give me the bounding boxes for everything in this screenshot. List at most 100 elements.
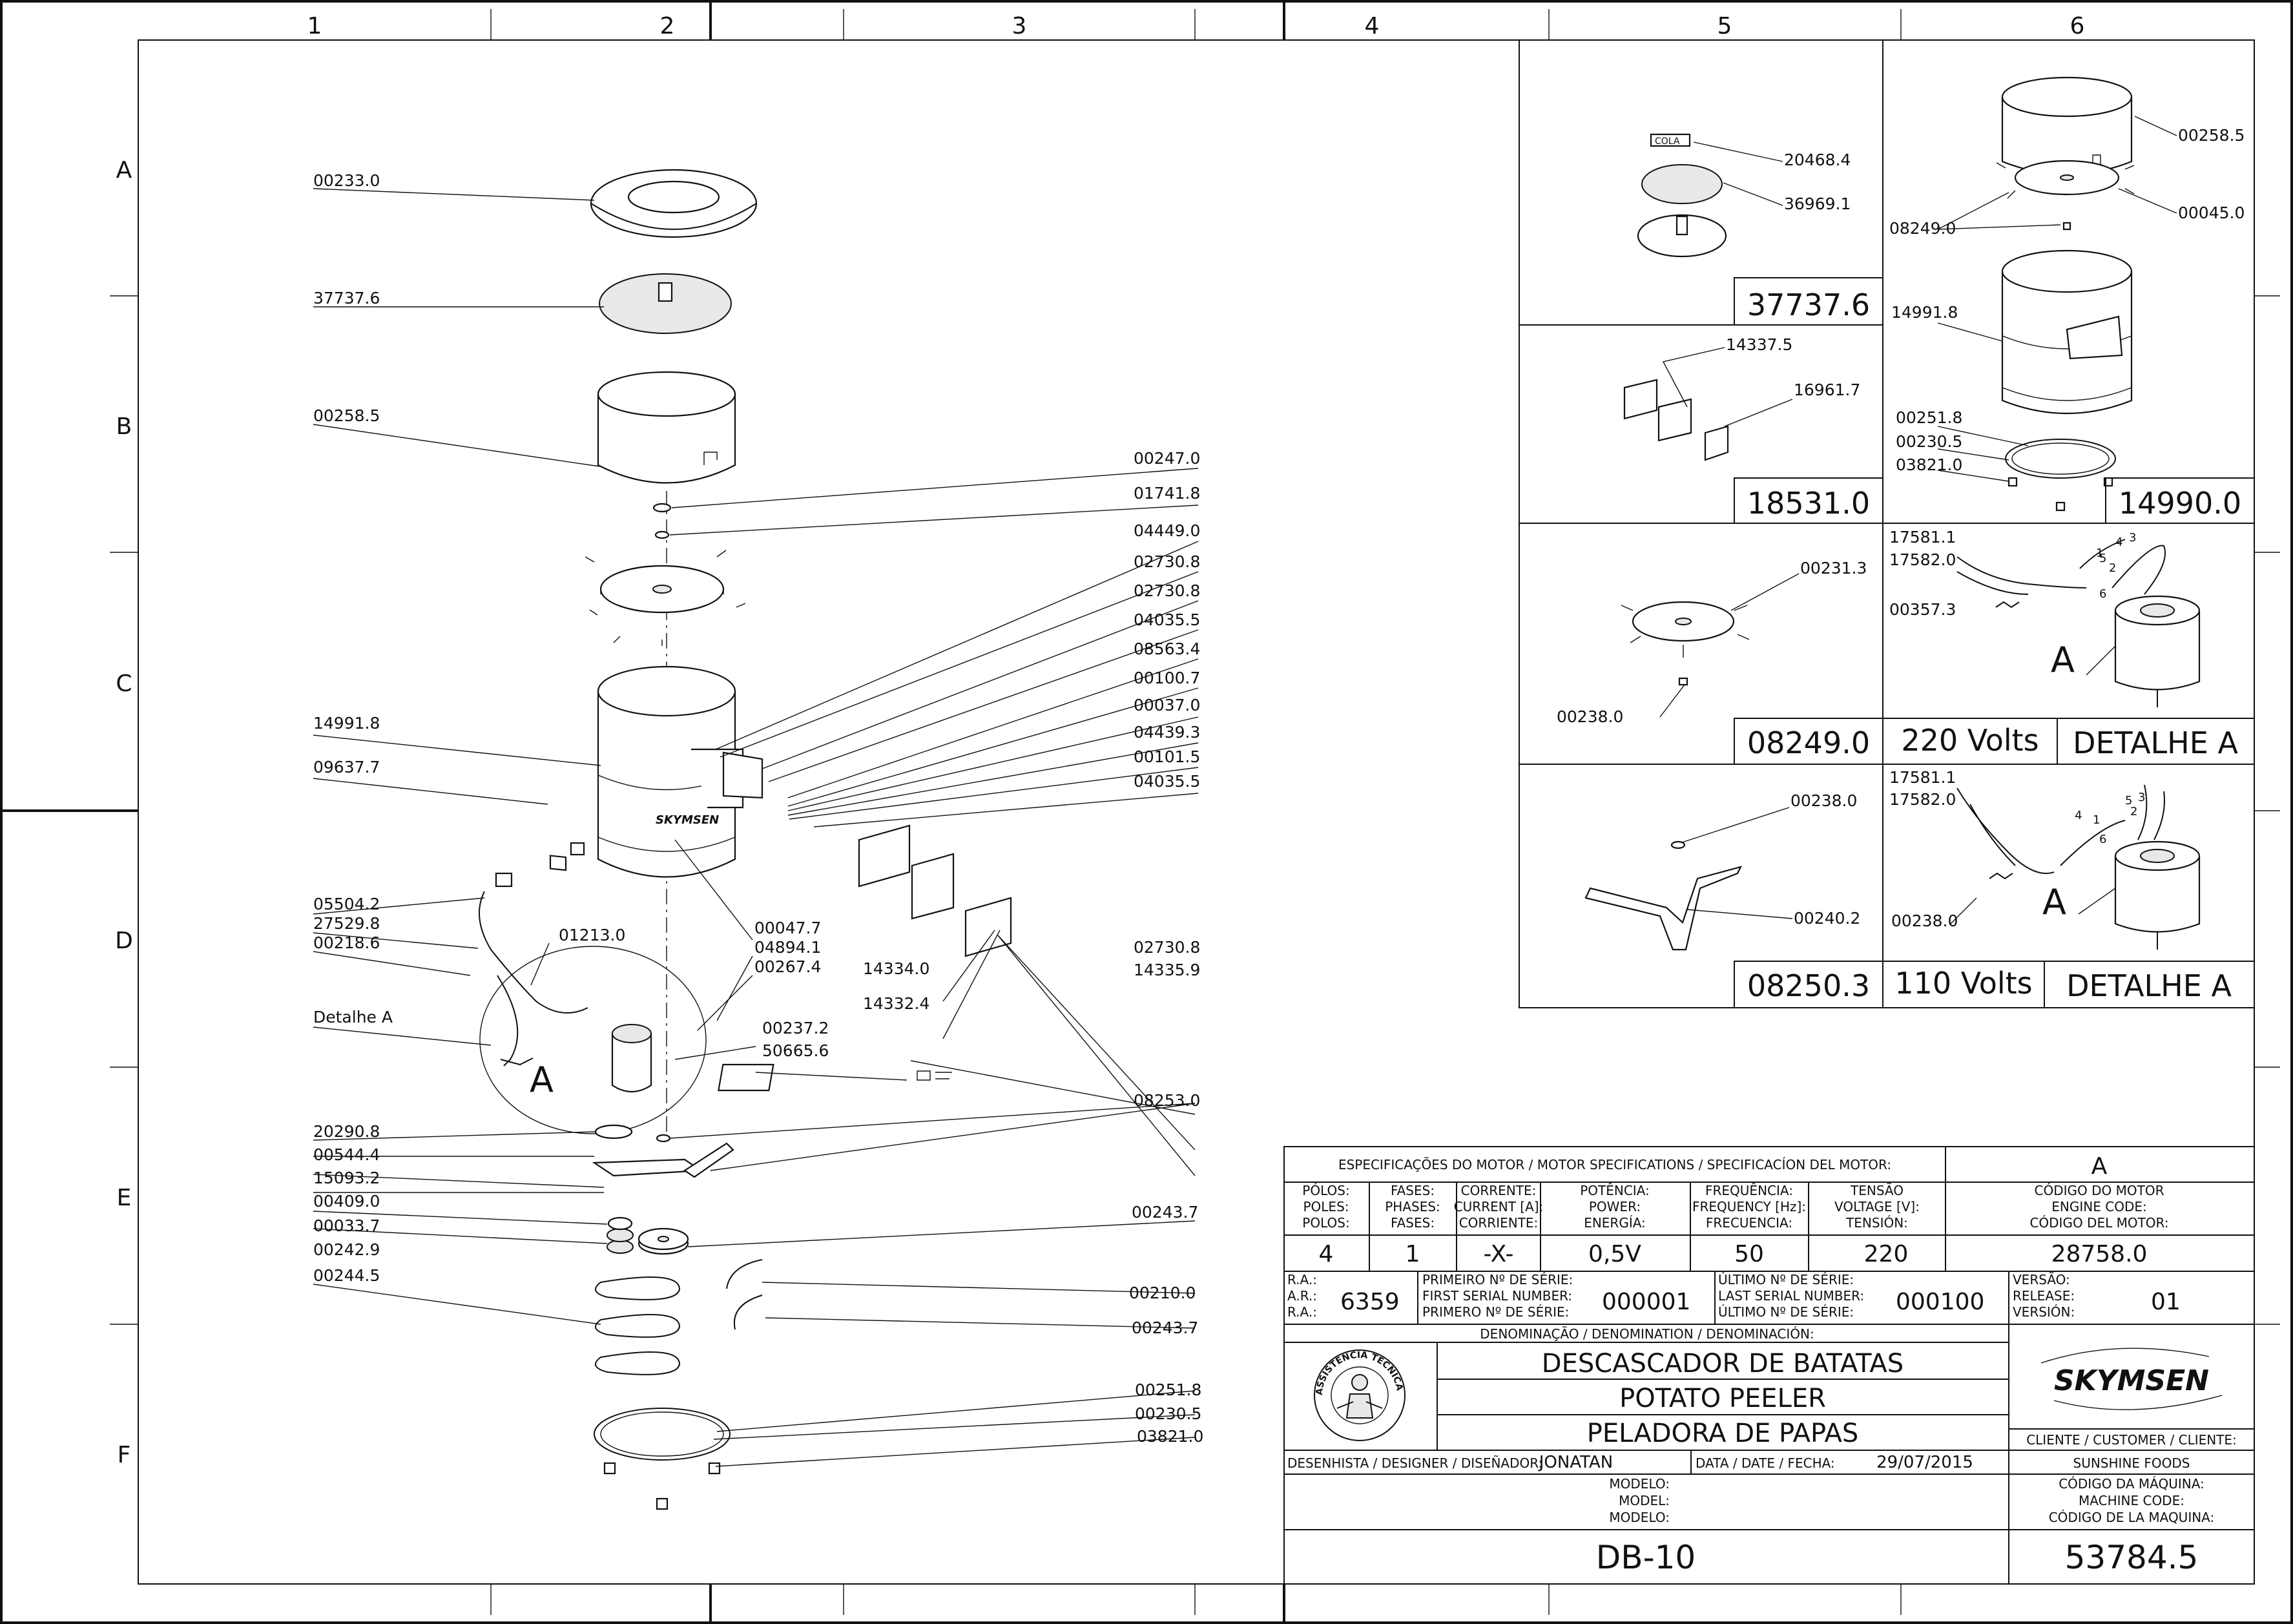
m110-voltage: 110 Volts — [1894, 966, 2032, 1001]
h-volt-3: TENSIÓN: — [1845, 1215, 1908, 1231]
panel4-code: 08250.3 — [1747, 968, 1870, 1003]
label-nut: 00033.7 — [313, 1216, 380, 1235]
ra-3: R.A.: — [1287, 1304, 1317, 1320]
zone-col-2: 2 — [660, 13, 675, 39]
v-power: 0,5V — [1588, 1241, 1641, 1267]
name-pt: DESCASCADOR DE BATATAS — [1542, 1349, 1904, 1379]
wire-110-3: 3 — [2138, 791, 2145, 804]
serial-labels: R.A.: A.R.: R.A.: PRIMEIRO Nº DE SÉRIE: … — [1287, 1272, 2075, 1320]
ls-2: LAST SERIAL NUMBER: — [1718, 1288, 1864, 1304]
serial-values: 6359 000001 000100 01 — [1340, 1289, 2181, 1315]
panel5-label-c: 08249.0 — [1889, 219, 1956, 238]
label-door-a: 14334.0 — [863, 959, 929, 978]
ver-3: VERSIÓN: — [2013, 1304, 2075, 1320]
client-label: CLIENTE / CUSTOMER / CLIENTE: — [2026, 1432, 2237, 1448]
h-power-1: POTÊNCIA: — [1580, 1183, 1650, 1198]
v-current: -X- — [1483, 1241, 1513, 1267]
ra-1: R.A.: — [1287, 1272, 1317, 1287]
h-poles-1: PÓLOS: — [1302, 1183, 1349, 1198]
m220-voltage: 220 Volts — [1901, 723, 2039, 758]
label-spring-a: 00210.0 — [1129, 1284, 1196, 1302]
zone-col-4: 4 — [1365, 13, 1380, 39]
label-detail-a: Detalhe A — [313, 1008, 393, 1026]
panel-37737: COLA 20468.4 36969.1 37737.6 — [1637, 133, 1883, 326]
svg-text:SKYMSEN: SKYMSEN — [656, 813, 719, 827]
label-bracket: 00544.4 — [313, 1145, 380, 1164]
panel-08250: 00238.0 00240.2 08250.3 — [1584, 791, 1883, 1008]
h-freq-1: FREQUÊNCIA: — [1705, 1183, 1793, 1198]
panel1-label-a: 20468.4 — [1784, 151, 1851, 169]
bracket-arm-part — [683, 1142, 734, 1178]
zone-col-1: 1 — [307, 13, 322, 39]
label-plate-08253: 08253.0 — [1134, 1091, 1200, 1110]
h-power-2: POWER: — [1589, 1199, 1641, 1214]
h-poles-3: POLOS: — [1302, 1215, 1349, 1231]
label-cable-b: 27529.8 — [313, 914, 380, 933]
spec-headers: PÓLOS: POLES: POLOS: FASES: PHASES: FASE… — [1302, 1183, 2168, 1231]
main-exploded-view: SKYMSEN A — [313, 169, 1203, 1510]
panel1-label-b: 36969.1 — [1784, 194, 1851, 213]
wire-110-1: 1 — [2093, 813, 2100, 827]
sticker-part — [549, 855, 567, 871]
wire-220-1: 1 — [2096, 547, 2103, 560]
panel1-code: 37737.6 — [1747, 287, 1870, 322]
label-cable-a: 05504.2 — [313, 895, 380, 913]
h-phases-1: FASES: — [1391, 1183, 1435, 1198]
label-lid: 00233.0 — [313, 171, 380, 190]
spec-values: 4 1 -X- 0,5V 50 220 28758.0 — [1319, 1241, 2148, 1267]
nut-part — [654, 530, 670, 539]
label-body: 14991.8 — [313, 714, 380, 733]
label-c8: 04439.3 — [1134, 723, 1200, 742]
label-grater-disc: 37737.6 — [313, 289, 380, 307]
grater-disc-part — [599, 273, 732, 334]
panel5-label-g: 03821.0 — [1896, 455, 1962, 474]
denomination-label: DENOMINAÇÃO / DENOMINATION / DENOMINACIÓ… — [1480, 1326, 1814, 1342]
m110-label-a: 17581.1 — [1889, 768, 1956, 787]
ls-3: ÚLTIMO Nº DE SÉRIE: — [1718, 1304, 1854, 1320]
model-value: DB-10 — [1596, 1539, 1696, 1576]
m220-letter: A — [2051, 640, 2075, 680]
door-panels-part — [858, 824, 1012, 957]
spec-header: ESPECIFICAÇÕES DO MOTOR / MOTOR SPECIFIC… — [1338, 1157, 1891, 1172]
mcode-label-1: CÓDIGO DA MÁQUINA: — [2059, 1476, 2205, 1492]
h-current-1: CORRENTE: — [1461, 1183, 1537, 1198]
product-names: DESCASCADOR DE BATATAS POTATO PEELER PEL… — [1542, 1349, 1904, 1448]
ver-2: RELEASE: — [2013, 1288, 2075, 1304]
label-screw-b: 00267.4 — [754, 957, 821, 976]
label-base-b: 00230.5 — [1135, 1404, 1201, 1423]
zone-column-labels: 1 2 3 4 5 6 — [307, 13, 2085, 39]
m110-detail: DETALHE A — [2066, 968, 2232, 1003]
h-code-3: CÓDIGO DEL MOTOR: — [2029, 1215, 2168, 1231]
ra-value: 6359 — [1340, 1289, 1400, 1315]
m110-letter: A — [2042, 882, 2066, 922]
label-washer: 00409.0 — [313, 1192, 380, 1211]
panel5-label-b: 00045.0 — [2178, 203, 2245, 222]
h-volt-2: VOLTAGE [V]: — [1834, 1199, 1920, 1214]
label-cable-c: 00218.6 — [313, 933, 380, 952]
panel3-label-a: 00231.3 — [1800, 559, 1867, 578]
wire-220-2: 2 — [2109, 561, 2116, 575]
wire-110-2: 2 — [2130, 805, 2137, 818]
panel5-code: 14990.0 — [2119, 486, 2241, 521]
motor-detail-110v: 1 2 3 4 5 6 17581.1 17582.0 00238.0 A 11… — [1883, 768, 2254, 1008]
h-current-2: CURRENT [A]: — [1454, 1199, 1544, 1214]
m220-detail: DETALHE A — [2073, 725, 2238, 760]
label-spring-b: 00243.7 — [1132, 1318, 1198, 1337]
label-door-d: 14335.9 — [1134, 961, 1200, 979]
small-pulley-part — [607, 1216, 634, 1254]
panel2-label-b: 16961.7 — [1794, 380, 1860, 399]
date-value: 29/07/2015 — [1876, 1453, 1973, 1472]
motor-assembly-part — [479, 872, 707, 1134]
fs-2: FIRST SERIAL NUMBER: — [1422, 1288, 1572, 1304]
wire-110-6: 6 — [2099, 833, 2106, 846]
label-50665: 50665.6 — [762, 1041, 829, 1060]
lid-part — [590, 169, 758, 238]
main-labels: 00233.0 37737.6 00258.5 00247.0 01741.8 … — [313, 171, 1203, 1446]
label-c10: 04035.5 — [1134, 772, 1200, 791]
v-code: 28758.0 — [2051, 1241, 2148, 1267]
detail-panels: COLA 20468.4 36969.1 37737.6 14337.5 169… — [1519, 39, 2255, 1008]
panel5-label-e: 00251.8 — [1896, 408, 1962, 427]
fs-1: PRIMEIRO Nº DE SÉRIE: — [1422, 1272, 1573, 1287]
